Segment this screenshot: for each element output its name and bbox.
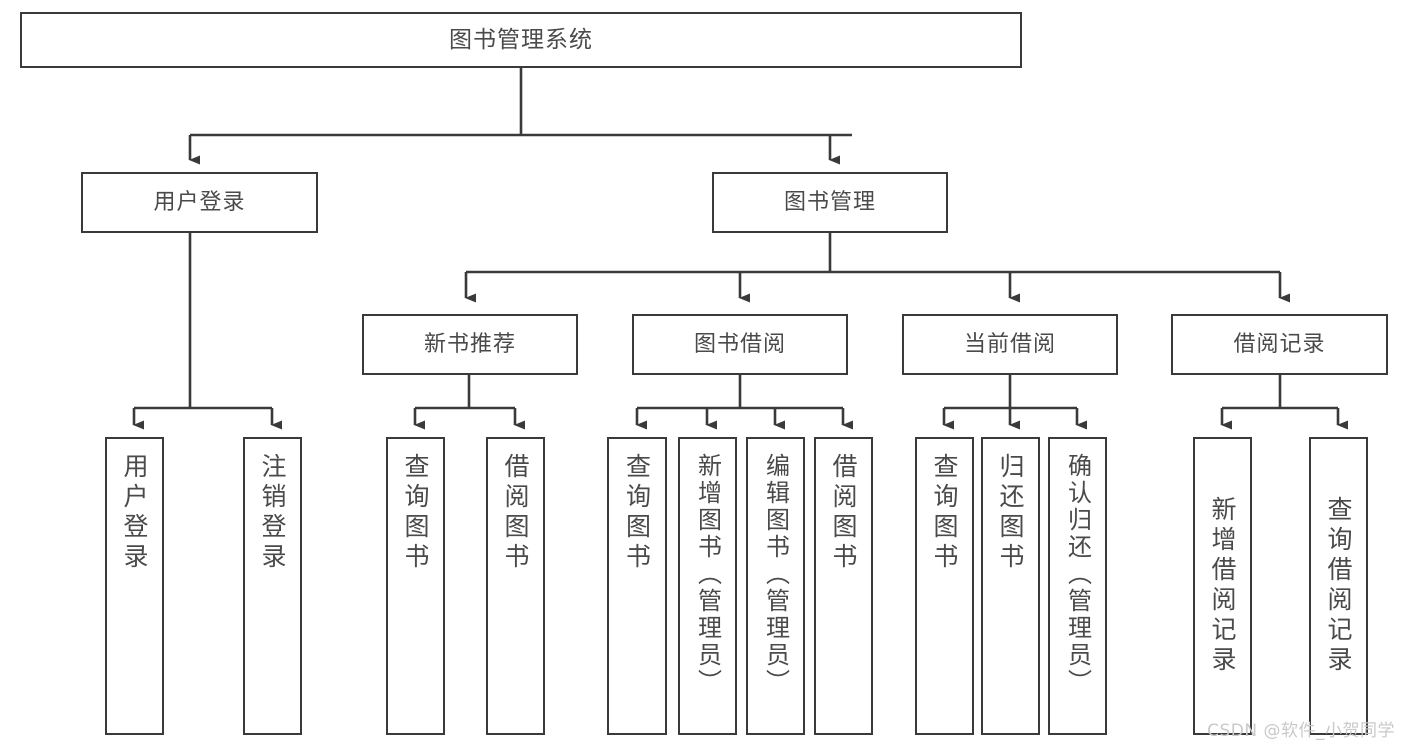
node-label: 新增借阅记录 [1208,496,1237,676]
node-root-book-management-system[interactable]: 图书管理系统 [20,12,1022,68]
node-label: 用户登录 [120,453,149,573]
leaf-query-book-3[interactable]: 查询图书 [915,437,974,735]
node-borrow-record[interactable]: 借阅记录 [1171,314,1388,375]
node-label: 确认归还（管理员） [1063,453,1092,696]
leaf-add-borrow-record[interactable]: 新增借阅记录 [1193,437,1252,735]
node-label: 查询图书 [401,453,430,573]
leaf-edit-book[interactable]: 编辑图书（管理员） [746,437,805,735]
node-label: 注销登录 [258,453,287,573]
node-label: 借阅图书 [501,453,530,573]
node-label: 查询图书 [622,453,652,573]
node-label: 新增图书（管理员） [693,453,722,696]
node-label: 用户登录 [153,189,246,215]
leaf-query-book-2[interactable]: 查询图书 [607,437,667,735]
node-book-manage[interactable]: 图书管理 [712,172,948,233]
node-label: 归还图书 [996,453,1025,573]
node-label: 当前借阅 [963,331,1056,357]
node-label: 查询图书 [930,453,959,573]
leaf-confirm-return[interactable]: 确认归还（管理员） [1048,437,1107,735]
node-label: 借阅图书 [829,453,858,573]
node-label: 图书借阅 [693,331,786,357]
node-label: 新书推荐 [423,331,516,357]
csdn-watermark: CSDN @软件_小贺同学 [1207,721,1395,741]
node-label: 查询借阅记录 [1324,496,1353,676]
node-label: 编辑图书（管理员） [761,453,790,696]
node-current-borrow[interactable]: 当前借阅 [902,314,1118,375]
leaf-borrow-book-1[interactable]: 借阅图书 [486,437,545,735]
leaf-query-book-1[interactable]: 查询图书 [386,437,445,735]
leaf-add-book[interactable]: 新增图书（管理员） [678,437,737,735]
leaf-query-borrow-record[interactable]: 查询借阅记录 [1309,437,1368,735]
node-label: 借阅记录 [1233,331,1326,357]
node-user-login[interactable]: 用户登录 [81,172,318,233]
node-label: 图书管理系统 [449,26,593,53]
leaf-return-book[interactable]: 归还图书 [981,437,1040,735]
leaf-logout-login[interactable]: 注销登录 [243,437,302,735]
node-new-book-recommend[interactable]: 新书推荐 [362,314,578,375]
leaf-borrow-book-2[interactable]: 借阅图书 [814,437,873,735]
node-book-borrow[interactable]: 图书借阅 [632,314,848,375]
node-label: 图书管理 [783,189,876,215]
leaf-user-login[interactable]: 用户登录 [105,437,164,735]
